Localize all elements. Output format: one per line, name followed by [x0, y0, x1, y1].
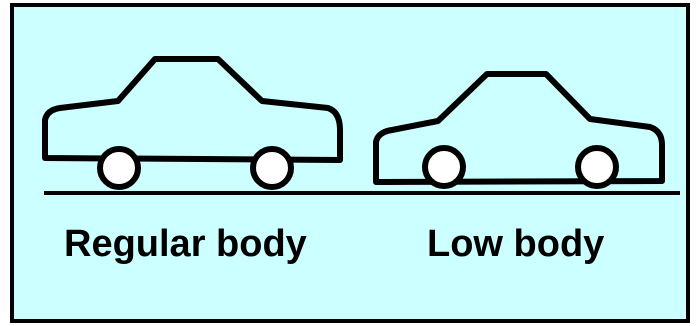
wheel-icon [250, 146, 294, 190]
wheel-icon [97, 146, 141, 190]
regular-body-outline [42, 56, 343, 163]
low-body-outline [373, 71, 665, 185]
regular-body-label: Regular body [64, 223, 307, 265]
wheel-icon [575, 145, 619, 189]
low-body-car-icon [373, 71, 665, 189]
wheel-icon [422, 145, 466, 189]
regular-body-car-icon [42, 56, 343, 190]
low-body-label: Low body [427, 223, 605, 265]
